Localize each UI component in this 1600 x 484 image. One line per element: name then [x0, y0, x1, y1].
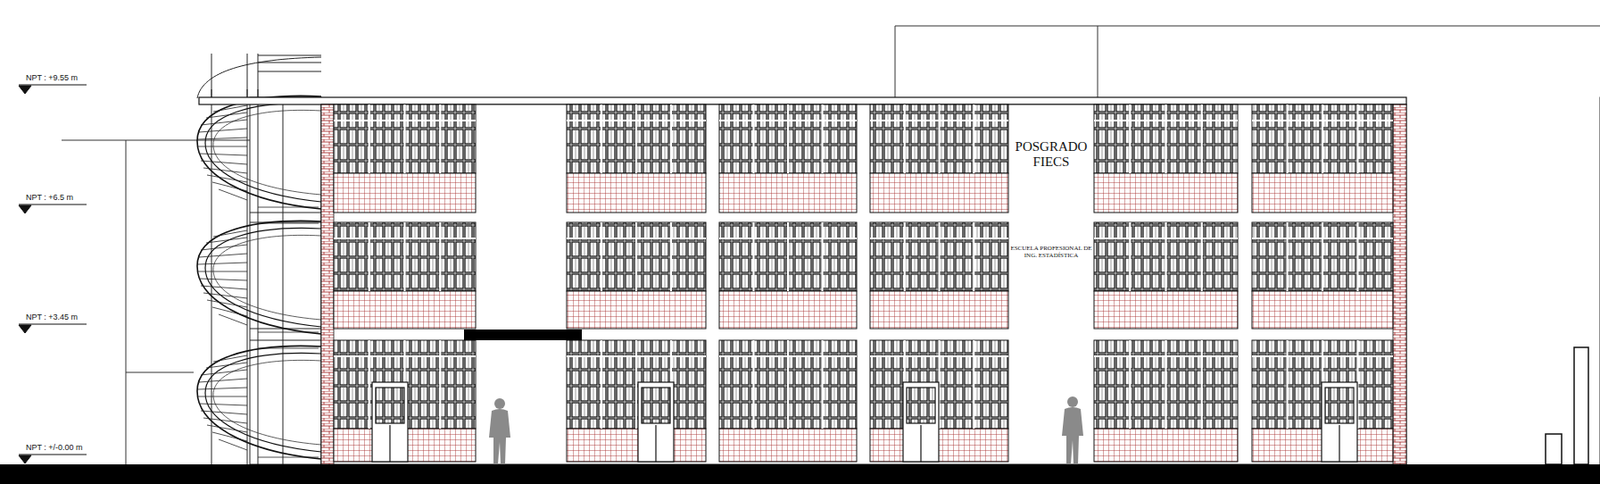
mullion [368, 222, 371, 291]
mullion [753, 339, 755, 429]
window-grille [1094, 222, 1238, 291]
mullion [972, 222, 975, 291]
brick-panel [870, 173, 1009, 213]
mullion [1128, 104, 1131, 174]
mullion [1128, 222, 1131, 291]
label-box: POSGRADO FIECS [1009, 139, 1094, 171]
mullion [1286, 222, 1289, 291]
brick-panel [1251, 173, 1393, 213]
mullion [1357, 222, 1360, 291]
brick-panel [333, 290, 476, 329]
mullion [635, 222, 638, 291]
window-grille [1094, 104, 1238, 174]
mullion [1165, 104, 1168, 174]
window-grille [566, 222, 706, 291]
brick-panel [1094, 173, 1238, 213]
facade-sign: ESCUELA PROFESIONAL DE ING. ESTADÍSTICA [1010, 244, 1093, 259]
level-label: NPT : +3.45 m [25, 312, 98, 323]
brick-panel [719, 173, 857, 213]
brick-panel [333, 173, 476, 213]
mullion [903, 222, 906, 291]
brick-panel [566, 290, 706, 329]
mullion [600, 104, 603, 174]
mullion [404, 222, 407, 291]
mullion [600, 222, 603, 291]
label-box: ESCUELA PROFESIONAL DE ING. ESTADÍSTICA [1010, 244, 1093, 259]
facade-sign: POSGRADO FIECS [1009, 139, 1094, 171]
mullion [670, 104, 672, 174]
mullion [635, 339, 638, 429]
mullion [938, 222, 941, 291]
label-box: NPT : +9.55 m [25, 73, 98, 83]
mullion [368, 104, 371, 174]
window-grille [333, 222, 476, 291]
mullion [938, 104, 941, 174]
mullion [1286, 104, 1289, 174]
brick-panel [719, 290, 857, 329]
mullion [1201, 222, 1203, 291]
mullion [439, 104, 441, 174]
mullion [670, 222, 672, 291]
mullion [1357, 104, 1360, 174]
brick-panel [1094, 290, 1238, 329]
window-grille [870, 222, 1009, 291]
brick-panel [1094, 428, 1238, 462]
mullion [821, 222, 824, 291]
mullion [439, 222, 441, 291]
window-grille [719, 104, 857, 174]
label-box: NPT : +6.5 m [25, 192, 98, 203]
mullion [972, 104, 975, 174]
mullion [1201, 104, 1203, 174]
window-grille [1251, 222, 1393, 291]
brick-panel [719, 428, 857, 462]
label-box: NPT : +/-0.00 m [25, 442, 98, 453]
mullion [1165, 222, 1168, 291]
label-box: NPT : +3.45 m [25, 312, 98, 323]
mullion [1321, 222, 1324, 291]
window-grille [566, 339, 706, 429]
level-label: NPT : +/-0.00 m [25, 442, 98, 453]
brick-panel [870, 290, 1009, 329]
mullion [753, 104, 755, 174]
mullion [1321, 104, 1324, 174]
mullion [903, 104, 906, 174]
level-label: NPT : +6.5 m [25, 192, 98, 203]
mullion [787, 104, 789, 174]
mullion [1286, 339, 1289, 429]
brick-panel [566, 428, 706, 462]
mullion [1201, 339, 1203, 429]
brick-panel [1251, 290, 1393, 329]
mullion [753, 222, 755, 291]
window-grille [333, 104, 476, 174]
mullion [368, 339, 371, 429]
mullion [1165, 339, 1168, 429]
mullion [972, 339, 975, 429]
window-grille [719, 222, 857, 291]
mullion [821, 104, 824, 174]
mullion [404, 104, 407, 174]
window-grille [566, 104, 706, 174]
mullion [439, 339, 441, 429]
brick-panel [566, 173, 706, 213]
mullion [787, 222, 789, 291]
level-label: NPT : +9.55 m [25, 73, 98, 83]
mullion [600, 339, 603, 429]
mullion [1128, 339, 1131, 429]
mullion [635, 104, 638, 174]
window-grille [870, 104, 1009, 174]
window-grille [719, 339, 857, 429]
window-grille [1094, 339, 1238, 429]
mullion [821, 339, 824, 429]
window-grille [1251, 104, 1393, 174]
mullion [787, 339, 789, 429]
